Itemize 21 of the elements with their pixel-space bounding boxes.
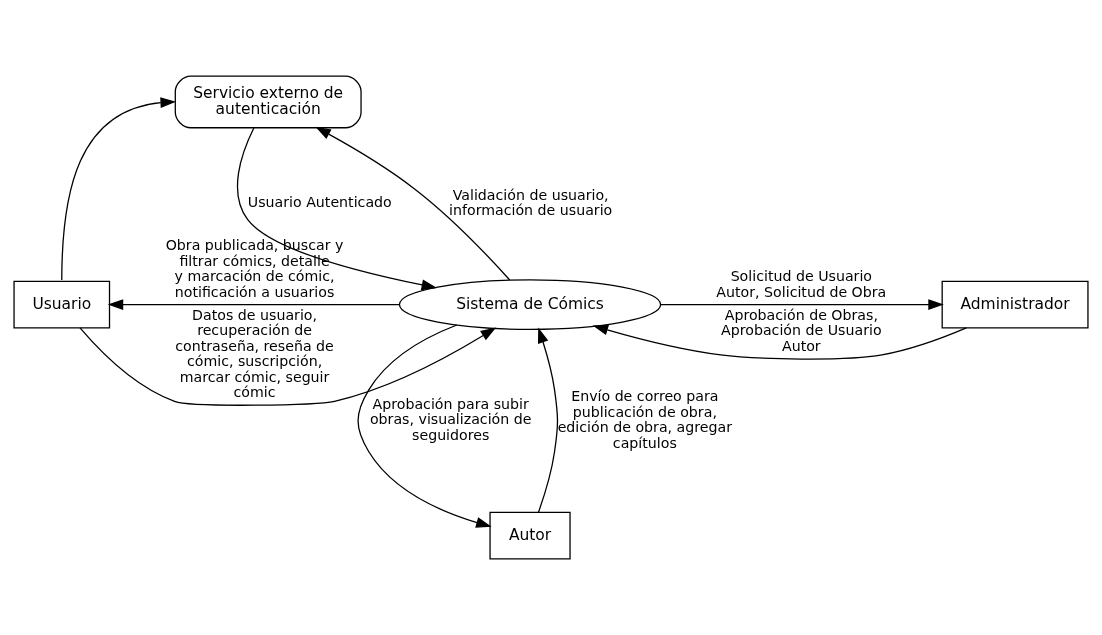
- arrow: [592, 324, 967, 360]
- arrow: [107, 299, 400, 311]
- edge-label: Usuario Autenticado: [247, 194, 392, 211]
- node-box: Autor: [489, 511, 571, 560]
- arrow: [315, 126, 511, 281]
- node-box: Administrador: [941, 280, 1089, 329]
- arrow: [236, 127, 438, 291]
- edge-label: Aprobación para subir obras, visualización de seguidores: [369, 395, 532, 443]
- arrow: [79, 327, 497, 406]
- arrow: [537, 327, 559, 513]
- edge-label: Solicitud de Usuario Autor, Solicitud de Obra: [716, 268, 887, 300]
- edge-label: Validación de usuario, información de usuario: [449, 186, 613, 219]
- node-box: Usuario: [13, 280, 111, 329]
- edge-label: Obra publicada, buscar y filtrar cómics, detalle y marcación de cómic, notificación a usuarios: [165, 237, 344, 300]
- node-box: Servicio externo de autenticación: [174, 75, 362, 129]
- arrow: [357, 324, 492, 528]
- arrow: [61, 97, 176, 281]
- arrow: [660, 299, 944, 311]
- edge-label: Aprobación de Obras, Aprobación de Usuario Autor: [721, 306, 882, 354]
- edge-label: Envío de correo para publicación de obra, edición de obra, agregar capítulos: [557, 388, 733, 451]
- edge-label: Datos de usuario, recuperación de contraseña, reseña de cómic, suscripción, marcar cómic, seguir cómic: [175, 306, 334, 401]
